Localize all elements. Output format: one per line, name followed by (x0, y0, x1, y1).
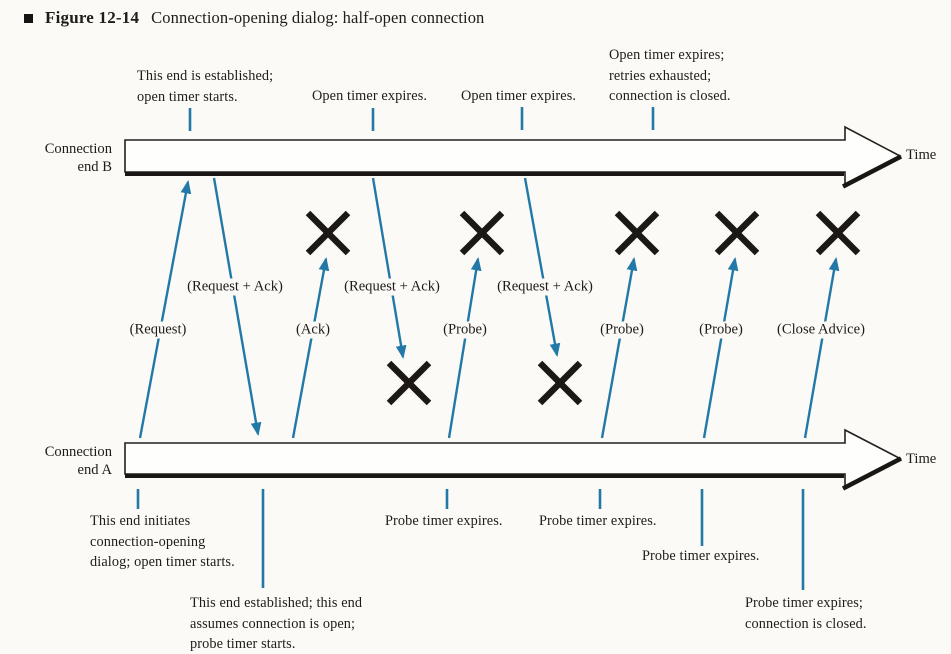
message-label-probe-1: (Probe) (439, 321, 491, 339)
arrow-request-ack-1 (212, 177, 262, 436)
arrow-probe-2 (600, 257, 638, 439)
lost-x-icon (305, 210, 351, 256)
lost-x-icon (459, 210, 505, 256)
message-label-request-ack-2: (Request + Ack) (340, 278, 444, 296)
annotation-a-closed: Probe timer expires; connection is close… (745, 595, 867, 632)
annotation-b-open-timer-expires-1: Open timer expires. (312, 88, 428, 104)
lost-x-icon (537, 360, 583, 406)
timeline-a-arrow (124, 428, 903, 491)
timeline-a-end-label: Connection end A (44, 444, 112, 478)
timeline-a-time-label: Time (906, 451, 937, 467)
timeline-b-ticks (188, 107, 655, 131)
annotation-b-established: This end is established; open timer star… (137, 68, 274, 105)
message-arrows (138, 177, 840, 439)
annotation-a-probe-timer-expires-1: Probe timer expires. (385, 513, 503, 529)
timeline-b-time-label: Time (906, 147, 937, 163)
arrow-request-ack-3 (523, 177, 561, 357)
figure-caption: Connection-opening dialog: half-open con… (151, 8, 485, 27)
arrow-close-advice (803, 257, 840, 439)
arrow-probe-1 (447, 257, 482, 439)
lost-message-marks (305, 210, 861, 406)
figure-number: Figure 12-14 (45, 8, 140, 27)
annotation-a-probe-timer-expires-2: Probe timer expires. (539, 513, 657, 529)
annotation-b-open-timer-expires-2: Open timer expires. (461, 88, 577, 104)
annotation-a-initiates: This end initiates connection-opening di… (90, 513, 235, 570)
lost-x-icon (815, 210, 861, 256)
message-label-request-ack-1: (Request + Ack) (183, 278, 287, 296)
timeline-b-arrow (124, 125, 903, 189)
lost-x-icon (386, 360, 432, 406)
message-label-ack: (Ack) (291, 321, 335, 339)
annotation-a-probe-timer-expires-3: Probe timer expires. (642, 548, 760, 564)
square-bullet-icon (24, 13, 33, 23)
arrow-ack (291, 257, 330, 439)
timeline-a-ticks (136, 489, 805, 590)
arrow-request-ack-2 (371, 177, 407, 359)
message-label-request-ack-3: (Request + Ack) (493, 278, 597, 296)
lost-x-icon (714, 210, 760, 256)
message-label-probe-3: (Probe) (695, 321, 747, 339)
lost-x-icon (614, 210, 660, 256)
message-label-probe-2: (Probe) (596, 321, 648, 339)
arrow-probe-3 (702, 257, 739, 439)
message-label-request: (Request) (125, 321, 191, 339)
message-label-close-advice: (Close Advice) (773, 321, 869, 339)
figure-header: Figure 12-14 Connection-opening dialog: … (24, 8, 484, 28)
timeline-b-end-label: Connection end B (44, 141, 112, 175)
annotation-b-retries-exhausted: Open timer expires; retries exhausted; c… (609, 47, 731, 104)
annotation-a-established: This end established; this end assumes c… (190, 595, 363, 652)
arrow-request (138, 180, 192, 439)
